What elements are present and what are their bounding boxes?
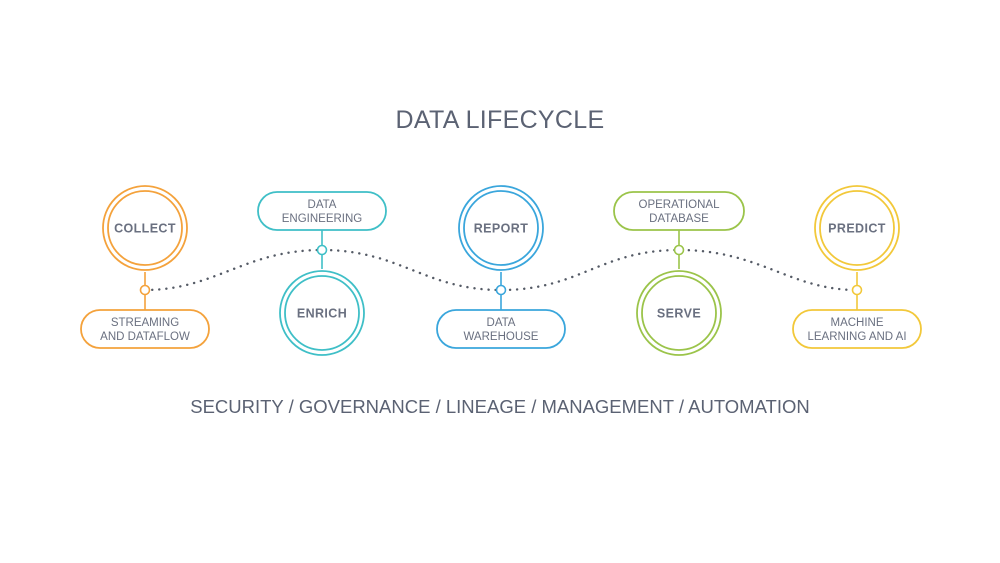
stage-pill — [80, 309, 210, 349]
stage-circle-label: PREDICT — [828, 222, 886, 236]
path-joint-marker — [851, 284, 863, 296]
stage-report: REPORT DATA WAREHOUSE — [436, 185, 566, 349]
stage-pill-label: OPERATIONAL — [639, 199, 721, 211]
stage-pill — [613, 191, 745, 231]
stage-circle-inner — [819, 190, 895, 266]
path-joint-marker — [316, 244, 328, 256]
stage-pill-label: MACHINE — [830, 317, 883, 329]
stage-circle-inner — [107, 190, 183, 266]
footer-capabilities: SECURITY / GOVERNANCE / LINEAGE / MANAGE… — [190, 396, 810, 417]
stage-pill-label: LEARNING AND AI — [807, 331, 906, 343]
stage-pill-label: WAREHOUSE — [464, 331, 539, 343]
stage-predict: PREDICT MACHINE LEARNING AND AI — [792, 185, 922, 349]
stage-pill-label: STREAMING — [111, 317, 179, 329]
lifecycle-dotted-path — [143, 248, 859, 292]
stage-circle-inner — [641, 275, 717, 351]
stage-enrich: ENRICH DATA ENGINEERING — [257, 191, 387, 356]
stage-pill-label: DATA — [487, 317, 516, 329]
stage-circle-label: COLLECT — [114, 222, 176, 236]
stage-collect: COLLECT STREAMING AND DATAFLOW — [80, 185, 210, 349]
stage-serve: SERVE OPERATIONAL DATABASE — [613, 191, 745, 356]
stage-circle-label: ENRICH — [297, 307, 347, 321]
stage-pill — [257, 191, 387, 231]
stage-circle-inner — [284, 275, 360, 351]
path-joint-marker — [495, 284, 507, 296]
stage-pill-label: ENGINEERING — [282, 213, 363, 225]
stage-pill — [792, 309, 922, 349]
stage-circle-label: REPORT — [474, 222, 529, 236]
stage-pill-label: DATA — [308, 199, 337, 211]
stage-pill — [436, 309, 566, 349]
diagram-title: DATA LIFECYCLE — [395, 106, 605, 134]
path-joint-marker — [139, 284, 151, 296]
stage-circle-label: SERVE — [657, 307, 701, 321]
stage-circle-inner — [463, 190, 539, 266]
stage-pill-label: AND DATAFLOW — [100, 331, 190, 343]
path-joint-marker — [673, 244, 685, 256]
stage-pill-label: DATABASE — [649, 213, 709, 225]
